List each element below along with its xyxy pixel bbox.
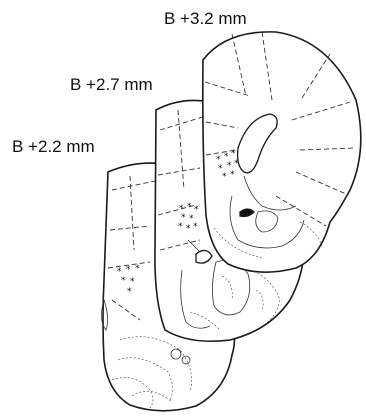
section-label: B +3.2 mm	[164, 9, 247, 28]
injection-site-marker: *	[135, 264, 140, 274]
section-b-3-2: * * * * * * * *	[203, 32, 361, 272]
injection-site-marker: *	[126, 265, 131, 275]
injection-site-marker: *	[230, 170, 235, 180]
injection-site-marker: *	[222, 172, 227, 182]
injection-site-marker: *	[187, 202, 192, 212]
injection-site-marker: *	[130, 277, 135, 287]
injection-site-marker: *	[186, 224, 191, 234]
injection-site-marker: *	[127, 287, 132, 297]
injection-site-marker: *	[194, 205, 199, 215]
section-label: B +2.2 mm	[12, 137, 95, 156]
injection-site-marker: *	[178, 222, 183, 232]
injection-site-marker: *	[231, 149, 236, 159]
section-label: B +2.7 mm	[70, 75, 153, 94]
injection-site-marker: *	[193, 222, 198, 232]
injection-site-marker: *	[234, 159, 239, 169]
injection-site-marker: *	[121, 276, 126, 286]
